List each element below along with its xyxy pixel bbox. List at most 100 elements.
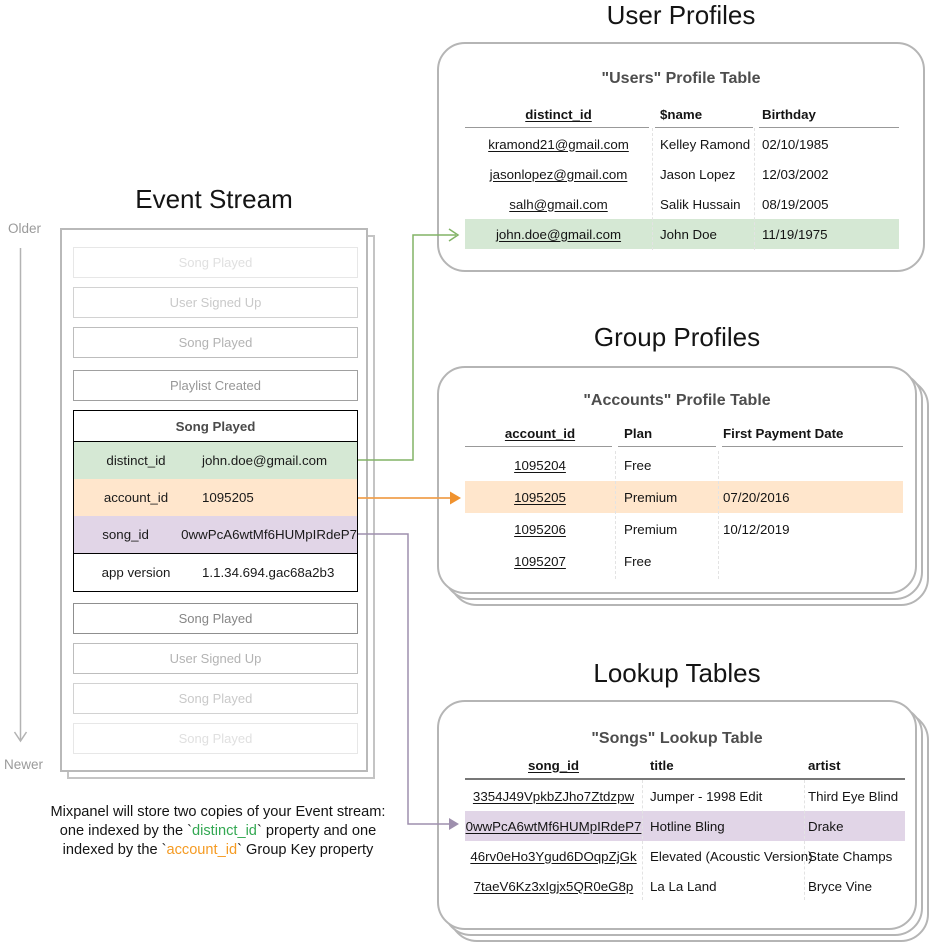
cell-first-payment-date: 10/12/2019 (723, 521, 790, 537)
users-table-header: distinct_id $name Birthday (465, 104, 899, 124)
cell-birthday: 02/10/1985 (762, 136, 829, 152)
newer-label: Newer (4, 757, 44, 772)
cell-distinct-id: jasonlopez@gmail.com (489, 166, 628, 182)
property-key: app version (101, 565, 171, 580)
accounts-card-title: "Accounts" Profile Table (583, 392, 771, 409)
event-label: User Signed Up (169, 651, 262, 666)
cell-first-payment-date: 07/20/2016 (723, 489, 790, 505)
cell-name: Jason Lopez (660, 166, 736, 182)
cell-title: Jumper - 1998 Edit (650, 788, 763, 804)
table-row-highlighted: john.doe@gmail.com John Doe 11/19/1975 (465, 219, 899, 249)
table-row: 7taeV6Kz3xIgjx5QR0eG8p La La Land Bryce … (465, 871, 905, 901)
column-divider (718, 451, 719, 579)
cell-title: Elevated (Acoustic Version) (650, 848, 813, 864)
cell-plan: Premium (624, 521, 678, 537)
songs-table-header: song_id title artist (465, 755, 905, 775)
property-value: 1.1.34.694.gac68a2b3 (202, 565, 335, 580)
column-header: artist (808, 757, 841, 773)
event-box: Song Played (73, 723, 358, 754)
group-profiles-title: Group Profiles (593, 322, 761, 352)
caption-line2-prefix: one indexed by the ` (59, 823, 193, 839)
table-row: salh@gmail.com Salik Hussain 08/19/2005 (465, 189, 899, 219)
column-header: title (650, 757, 674, 773)
songs-card-title: "Songs" Lookup Table (591, 730, 763, 747)
lookup-tables-title: Lookup Tables (593, 658, 761, 688)
cell-name: Salik Hussain (660, 196, 741, 212)
column-divider (804, 780, 805, 900)
caption-distinct-id: distinct_id (192, 823, 257, 839)
cell-name: Kelley Ramond (660, 136, 751, 152)
event-property-row: distinct_id john.doe@gmail.com (74, 442, 357, 479)
timeline-arrow (13, 248, 28, 743)
property-value: john.doe@gmail.com (202, 453, 328, 468)
event-box: Song Played (73, 683, 358, 714)
cell-plan: Premium (624, 489, 678, 505)
event-box: Song Played (73, 247, 358, 278)
cell-birthday: 11/19/1975 (762, 226, 828, 242)
cell-plan: Free (624, 553, 652, 569)
property-key: song_id (102, 527, 149, 542)
table-row: 46rv0eHo3Ygud6DOqpZjGk Elevated (Acousti… (465, 841, 905, 871)
table-row: 1095206 Premium 10/12/2019 (465, 513, 903, 545)
property-value: 0wwPcA6wtMf6HUMpIRdeP7 (181, 527, 357, 542)
column-divider (652, 128, 653, 250)
older-label: Older (8, 221, 42, 236)
property-value: 1095205 (202, 490, 254, 505)
header-rule (465, 446, 903, 447)
cell-song-id: 7taeV6Kz3xIgjx5QR0eG8p (473, 878, 634, 894)
cell-title: Hotline Bling (650, 818, 725, 834)
event-property-row: song_id 0wwPcA6wtMf6HUMpIRdeP7 (74, 516, 357, 553)
cell-song-id: 0wwPcA6wtMf6HUMpIRdeP7 (465, 818, 642, 834)
cell-artist: Bryce Vine (808, 878, 873, 894)
column-header: distinct_id (525, 106, 592, 122)
table-row: kramond21@gmail.com Kelley Ramond 02/10/… (465, 129, 899, 159)
event-property-row: app version 1.1.34.694.gac68a2b3 (74, 553, 357, 591)
event-box: User Signed Up (73, 643, 358, 674)
users-table: distinct_id $name Birthday kramond21@gma… (465, 104, 899, 249)
cell-birthday: 12/03/2002 (762, 166, 829, 182)
property-key: account_id (103, 490, 169, 505)
caption-line2-suffix: ` property and one (256, 823, 377, 839)
cell-account-id: 1095204 (514, 457, 566, 473)
caption-line3-prefix: indexed by the ` (62, 842, 167, 858)
cell-artist: State Champs (808, 848, 893, 864)
event-label: Song Played (178, 255, 253, 270)
table-row: jasonlopez@gmail.com Jason Lopez 12/03/2… (465, 159, 899, 189)
cell-distinct-id: kramond21@gmail.com (488, 136, 629, 152)
users-card-title: "Users" Profile Table (601, 70, 761, 87)
event-box: Playlist Created (73, 370, 358, 401)
accounts-table: account_id Plan First Payment Date 10952… (465, 423, 903, 577)
event-label: Song Played (178, 731, 253, 746)
event-label: Song Played (178, 335, 253, 350)
expanded-event-card: Song Played distinct_id john.doe@gmail.c… (73, 410, 358, 592)
expanded-event-title: Song Played (74, 411, 357, 442)
cell-artist: Third Eye Blind (808, 788, 899, 804)
table-row: 1095204 Free (465, 449, 903, 481)
cell-song-id: 46rv0eHo3Ygud6DOqpZjGk (470, 848, 637, 864)
cell-distinct-id: john.doe@gmail.com (495, 226, 622, 242)
caption-account-id: account_id (166, 842, 238, 858)
accounts-profile-card (437, 366, 917, 594)
property-key: distinct_id (106, 453, 166, 468)
event-label: Song Played (178, 691, 253, 706)
column-divider (615, 451, 616, 579)
cell-distinct-id: salh@gmail.com (509, 196, 608, 212)
column-header: First Payment Date (723, 425, 844, 441)
event-label: Song Played (178, 611, 253, 626)
cell-song-id: 3354J49VpkbZJho7Ztdzpw (472, 788, 635, 804)
caption-line3-suffix: ` Group Key property (237, 842, 374, 858)
cell-account-id: 1095206 (514, 521, 566, 537)
table-row-highlighted: 1095205 Premium 07/20/2016 (465, 481, 903, 513)
cell-account-id: 1095207 (514, 553, 566, 569)
column-header: account_id (504, 425, 576, 441)
songs-table: song_id title artist 3354J49VpkbZJho7Ztd… (465, 755, 905, 901)
cell-artist: Drake (808, 818, 844, 834)
column-header: $name (660, 106, 703, 122)
event-box: Song Played (73, 327, 358, 358)
table-row: 3354J49VpkbZJho7Ztdzpw Jumper - 1998 Edi… (465, 781, 905, 811)
caption-line1: Mixpanel will store two copies of your E… (50, 804, 386, 820)
cell-plan: Free (624, 457, 652, 473)
cell-account-id: 1095205 (514, 489, 566, 505)
column-header: Plan (624, 425, 653, 441)
